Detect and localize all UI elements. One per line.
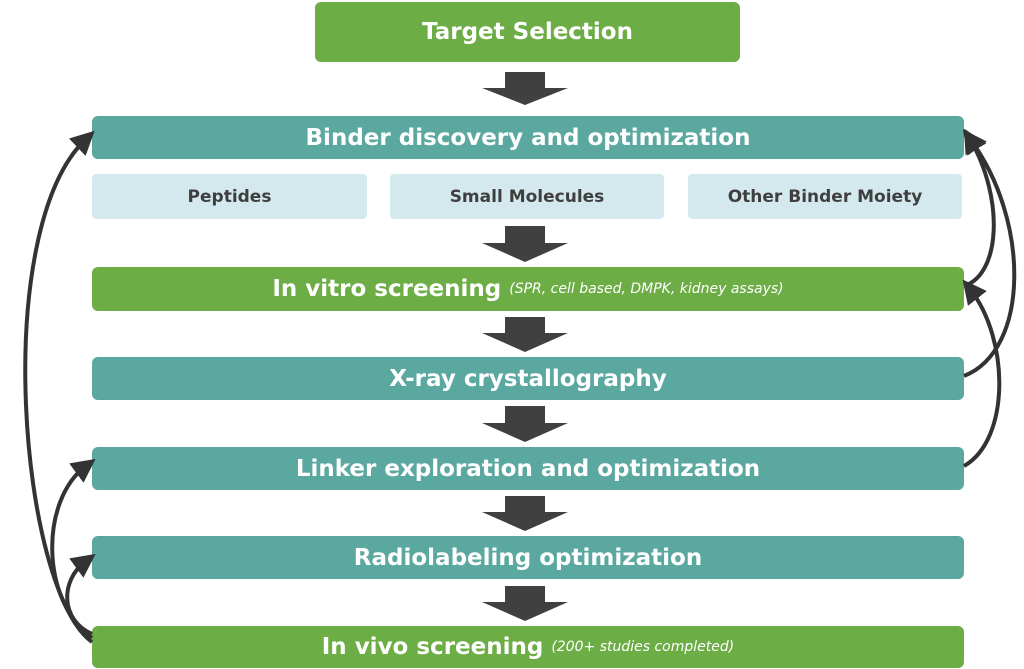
other-binder-label: Other Binder Moiety	[727, 186, 923, 207]
feedback-arrow-linker-to-invitro	[962, 279, 1002, 468]
feedback-arrow-xray-to-binder	[962, 129, 1017, 378]
down-arrow-4	[482, 406, 568, 442]
binder-discovery-box: Binder discovery and optimization	[92, 116, 964, 159]
xray-label: X-ray crystallography	[389, 365, 667, 392]
target-selection-box: Target Selection	[315, 2, 740, 62]
down-arrow-2	[482, 226, 568, 262]
radiolabeling-box: Radiolabeling optimization	[92, 536, 964, 579]
in-vivo-label: In vivo screening	[321, 634, 544, 660]
linker-box: Linker exploration and optimization	[92, 447, 964, 490]
down-arrow-3	[482, 317, 568, 352]
linker-label: Linker exploration and optimization	[295, 455, 761, 482]
down-arrow-6	[482, 586, 568, 621]
down-arrow-5	[482, 496, 568, 531]
xray-box: X-ray crystallography	[92, 357, 964, 400]
in-vivo-note: (200+ studies completed)	[551, 639, 735, 655]
feedback-arrow-invivo-to-radiolabeling	[65, 553, 96, 636]
small-molecules-box: Small Molecules	[390, 174, 664, 219]
feedback-arrow-invitro-to-binder	[963, 128, 996, 288]
peptides-box: Peptides	[92, 174, 367, 219]
in-vivo-box: In vivo screening (200+ studies complete…	[92, 626, 964, 668]
in-vitro-note: (SPR, cell based, DMPK, kidney assays)	[509, 281, 784, 297]
target-selection-label: Target Selection	[422, 19, 633, 45]
in-vitro-box: In vitro screening (SPR, cell based, DMP…	[92, 267, 964, 311]
small-molecules-label: Small Molecules	[449, 186, 605, 207]
radiolabeling-label: Radiolabeling optimization	[353, 544, 703, 571]
down-arrow-1	[482, 72, 568, 105]
peptides-label: Peptides	[187, 186, 272, 207]
other-binder-box: Other Binder Moiety	[688, 174, 962, 219]
binder-discovery-label: Binder discovery and optimization	[305, 124, 751, 151]
in-vitro-label: In vitro screening	[272, 276, 502, 302]
